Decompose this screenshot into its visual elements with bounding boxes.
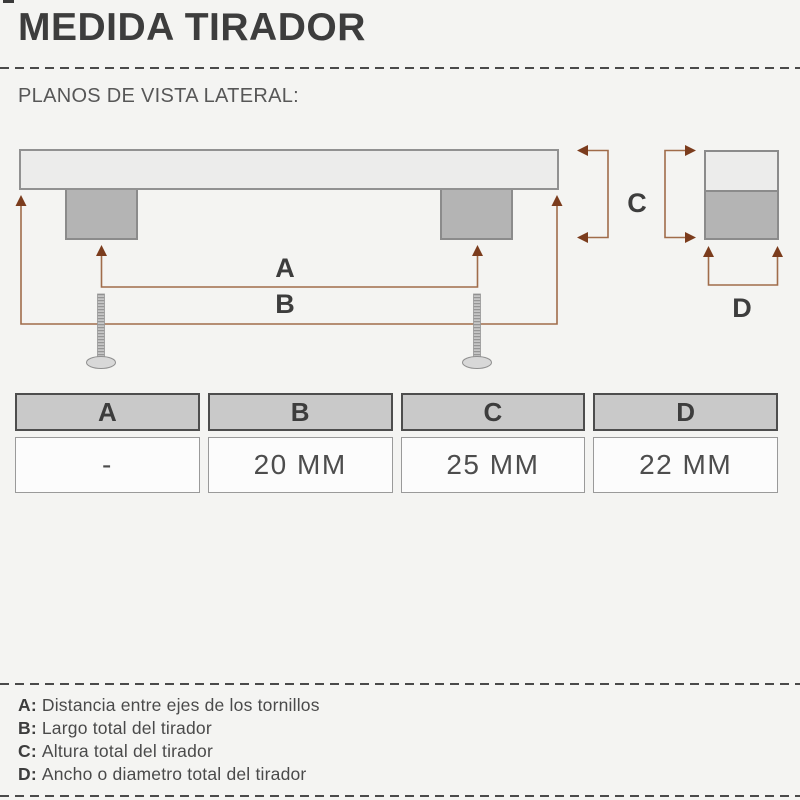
arrow-D-left-icon — [703, 246, 714, 257]
screw-left-head — [86, 356, 116, 369]
screw-right-shaft — [473, 293, 481, 361]
dimension-line-D — [707, 256, 779, 286]
handle-end-view — [704, 150, 779, 240]
legend-item-A: A:Distancia entre ejes de los tornillos — [18, 694, 320, 717]
label-C: C — [627, 188, 647, 218]
arrow-C-top-left-icon — [577, 145, 588, 156]
arrow-B-right-icon — [551, 195, 563, 206]
page-title: MEDIDA TIRADOR — [18, 6, 366, 49]
page-subtitle: PLANOS DE VISTA LATERAL: — [18, 85, 299, 107]
screw-left-shaft — [97, 293, 105, 361]
legend-key-D: D: — [18, 764, 37, 784]
dimension-table-value-row: - 20 MM 25 MM 22 MM — [15, 437, 778, 493]
arrow-C-bottom-right-icon — [685, 232, 696, 243]
arrow-B-left-icon — [15, 195, 27, 206]
dimension-lines — [20, 149, 779, 325]
dimension-line-C-right — [664, 149, 687, 239]
dimension-line-A — [100, 255, 479, 288]
table-value-B: 20 MM — [207, 437, 393, 493]
table-header-B: B — [207, 393, 393, 431]
dimension-labels: A B C D — [275, 188, 752, 323]
table-header-D: D — [593, 393, 778, 431]
table-value-D: 22 MM — [593, 437, 778, 493]
dimension-arrowheads — [15, 145, 783, 257]
legend-key-B: B: — [18, 718, 37, 738]
arrow-A-right-icon — [472, 245, 483, 256]
table-header-C: C — [400, 393, 586, 431]
screw-right-head — [462, 356, 492, 369]
legend-text-A: Distancia entre ejes de los tornillos — [41, 695, 320, 715]
end-view-bar-section — [704, 150, 779, 192]
divider-bottom — [0, 795, 800, 797]
table-value-C: 25 MM — [400, 437, 586, 493]
arrow-C-bottom-left-icon — [577, 232, 588, 243]
end-view-post-section — [704, 190, 779, 240]
label-B: B — [275, 289, 295, 319]
table-value-A: - — [15, 437, 200, 493]
handle-left-post — [65, 188, 138, 240]
handle-side-view — [19, 149, 559, 240]
handle-right-post — [440, 188, 513, 240]
dimension-line-B — [20, 205, 558, 325]
label-D: D — [732, 293, 752, 323]
legend-key-A: A: — [18, 695, 37, 715]
arrow-C-top-right-icon — [685, 145, 696, 156]
legend: A:Distancia entre ejes de los tornillos … — [18, 694, 320, 786]
legend-item-D: D:Ancho o diametro total del tirador — [18, 763, 320, 786]
legend-item-B: B:Largo total del tirador — [18, 717, 320, 740]
divider-legend-top — [0, 683, 800, 685]
label-A: A — [275, 253, 295, 283]
arrow-D-right-icon — [772, 246, 783, 257]
legend-text-C: Altura total del tirador — [41, 741, 214, 761]
dimension-line-C-left — [586, 149, 609, 239]
screw-right — [462, 293, 492, 369]
legend-key-C: C: — [18, 741, 37, 761]
table-header-A: A — [15, 393, 200, 431]
divider-under-title — [0, 67, 800, 69]
top-corner-dash — [3, 0, 14, 3]
dimension-table-header-row: A B C D — [15, 393, 778, 431]
arrow-A-left-icon — [96, 245, 107, 256]
handle-dimension-diagram: A B C D — [15, 145, 783, 369]
legend-text-B: Largo total del tirador — [41, 718, 212, 738]
legend-item-C: C:Altura total del tirador — [18, 740, 320, 763]
handle-bar — [19, 149, 559, 190]
screw-left — [86, 293, 116, 369]
legend-text-D: Ancho o diametro total del tirador — [41, 764, 307, 784]
